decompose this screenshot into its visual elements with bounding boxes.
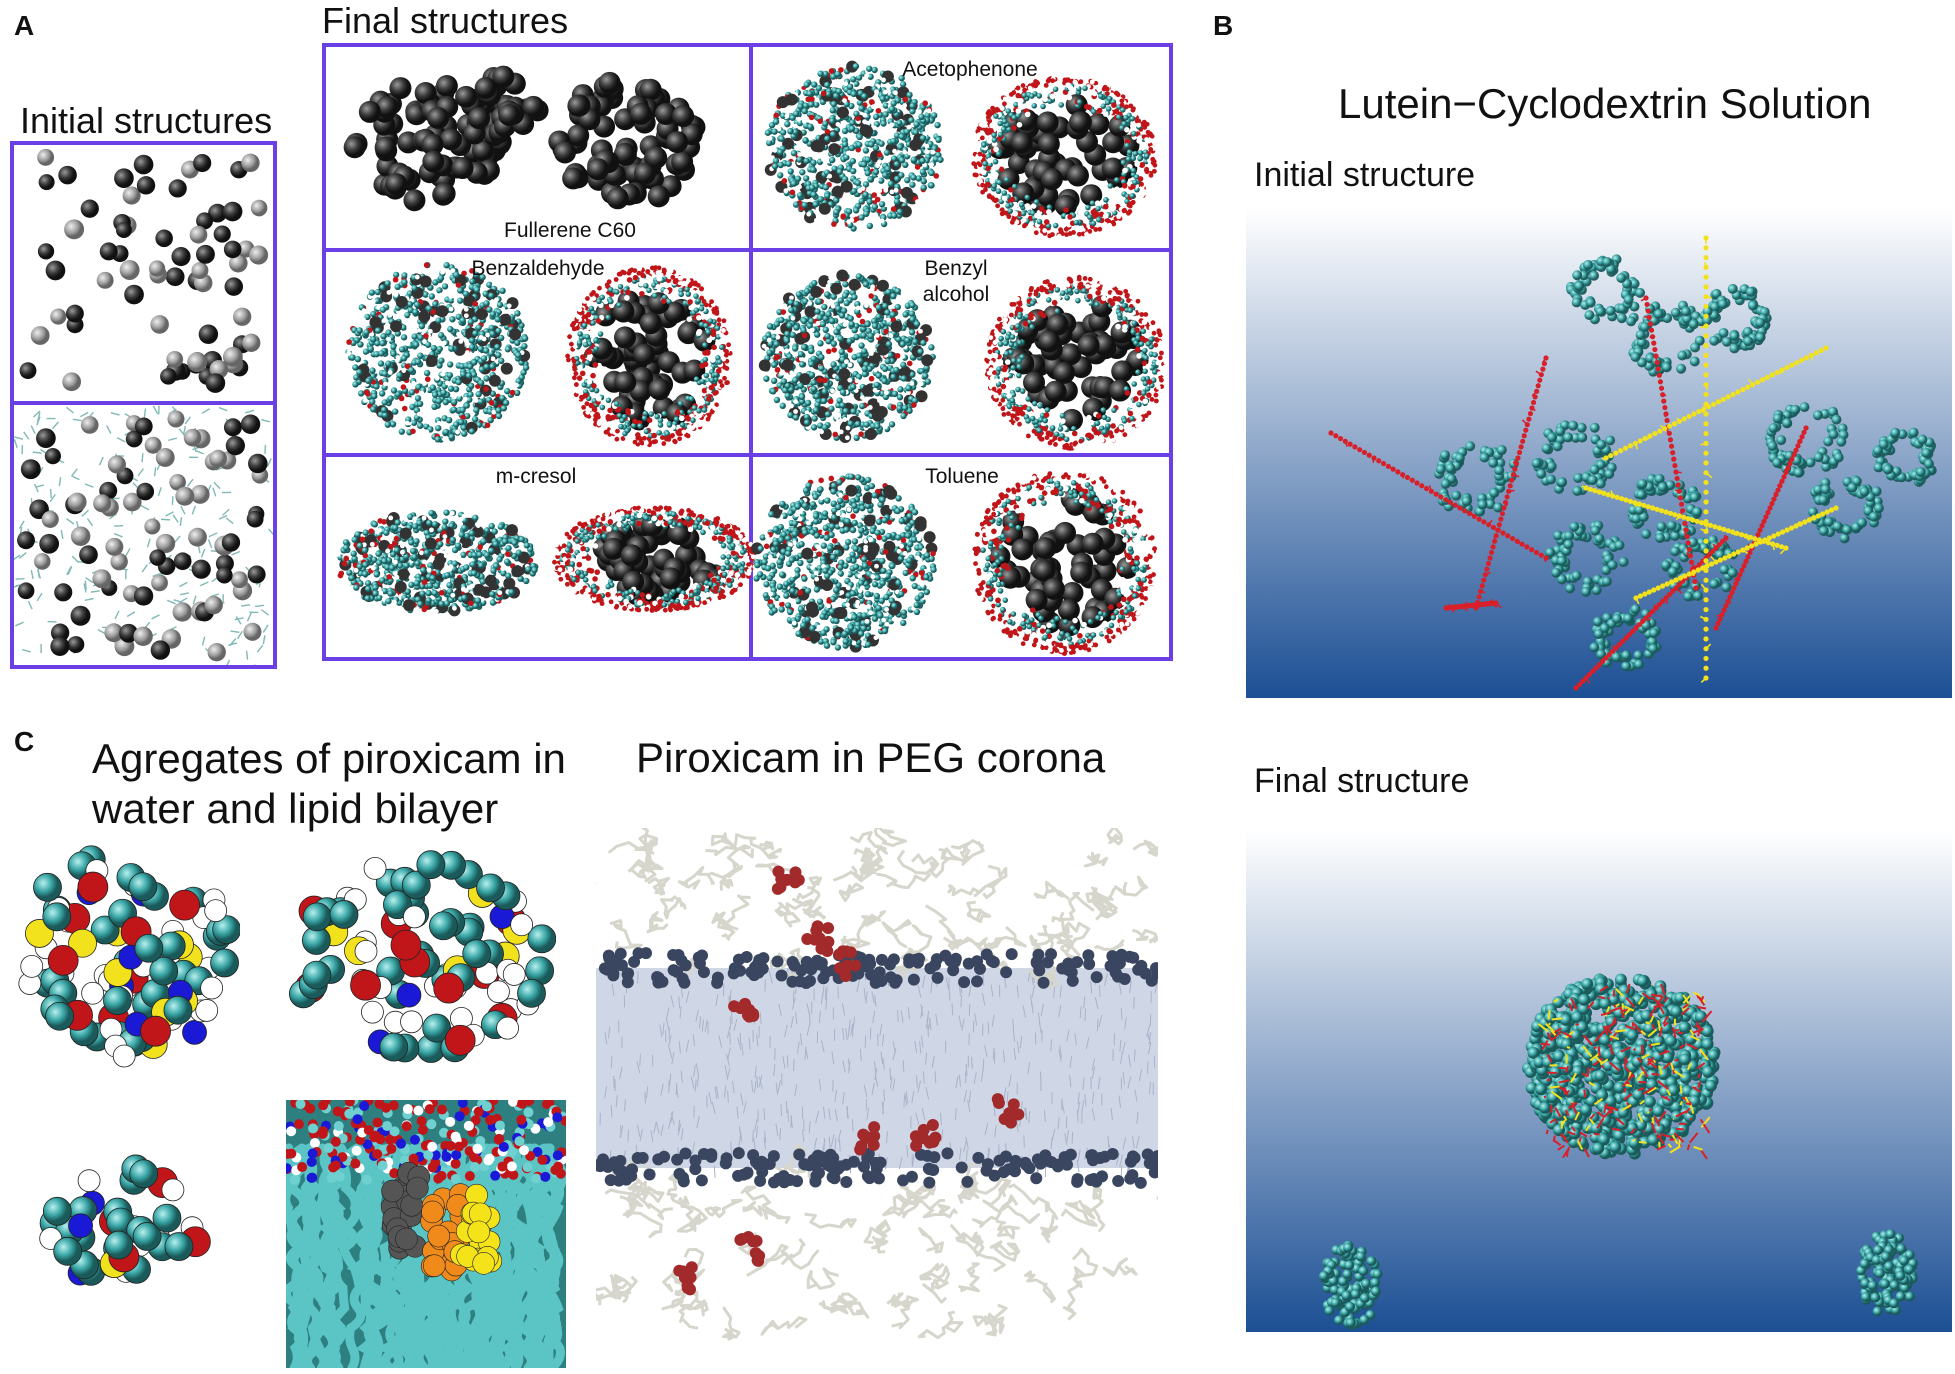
c-left-title: Agregates of piroxicam in water and lipi… <box>92 735 566 832</box>
initial-structure-vacuum <box>10 141 277 405</box>
panel-letter-b: B <box>1213 10 1234 41</box>
piroxicam-aggregate-1 <box>18 845 240 1068</box>
piroxicam-in-bilayer <box>286 1100 566 1368</box>
label-toluene: Toluene <box>925 465 999 488</box>
lutein-title: Lutein−Cyclodextrin Solution <box>1338 80 1872 127</box>
label-fullerene-c60: Fullerene C60 <box>504 219 636 242</box>
lutein-final-image <box>1246 830 1952 1332</box>
label-benzyl-alcohol: Benzyl alcohol <box>922 257 990 306</box>
piroxicam-aggregate-2 <box>288 850 556 1063</box>
grid-divider-h1 <box>326 248 1169 252</box>
initial-structures-title: Initial structures <box>20 100 273 141</box>
panel-letter-a: A <box>14 10 35 41</box>
label-acetophenone: Acetophenone <box>902 58 1038 81</box>
final-structures-images <box>335 60 1169 656</box>
label-m-cresol: m-cresol <box>495 465 577 488</box>
grid-divider-h2 <box>326 453 1169 457</box>
final-structures-grid <box>322 43 1173 661</box>
piroxicam-aggregate-3 <box>39 1154 211 1286</box>
lutein-initial-image <box>1246 208 1952 698</box>
lutein-initial-render <box>1246 208 1952 698</box>
c-right-title: Piroxicam in PEG corona <box>636 734 1106 781</box>
final-structures-title: Final structures <box>322 0 569 41</box>
peg-corona-bilayer <box>596 828 1158 1348</box>
panel-letter-c: C <box>14 726 35 757</box>
initial-structure-solvent <box>10 401 277 669</box>
grid-divider-vertical <box>749 47 753 657</box>
b-final-label: Final structure <box>1254 762 1470 800</box>
fullerene-solvent-scatter-image <box>14 405 273 665</box>
label-benzaldehyde: Benzaldehyde <box>471 257 605 280</box>
lutein-final-render <box>1246 830 1952 1332</box>
fullerene-scatter-image <box>19 148 269 393</box>
b-initial-label: Initial structure <box>1254 156 1476 194</box>
